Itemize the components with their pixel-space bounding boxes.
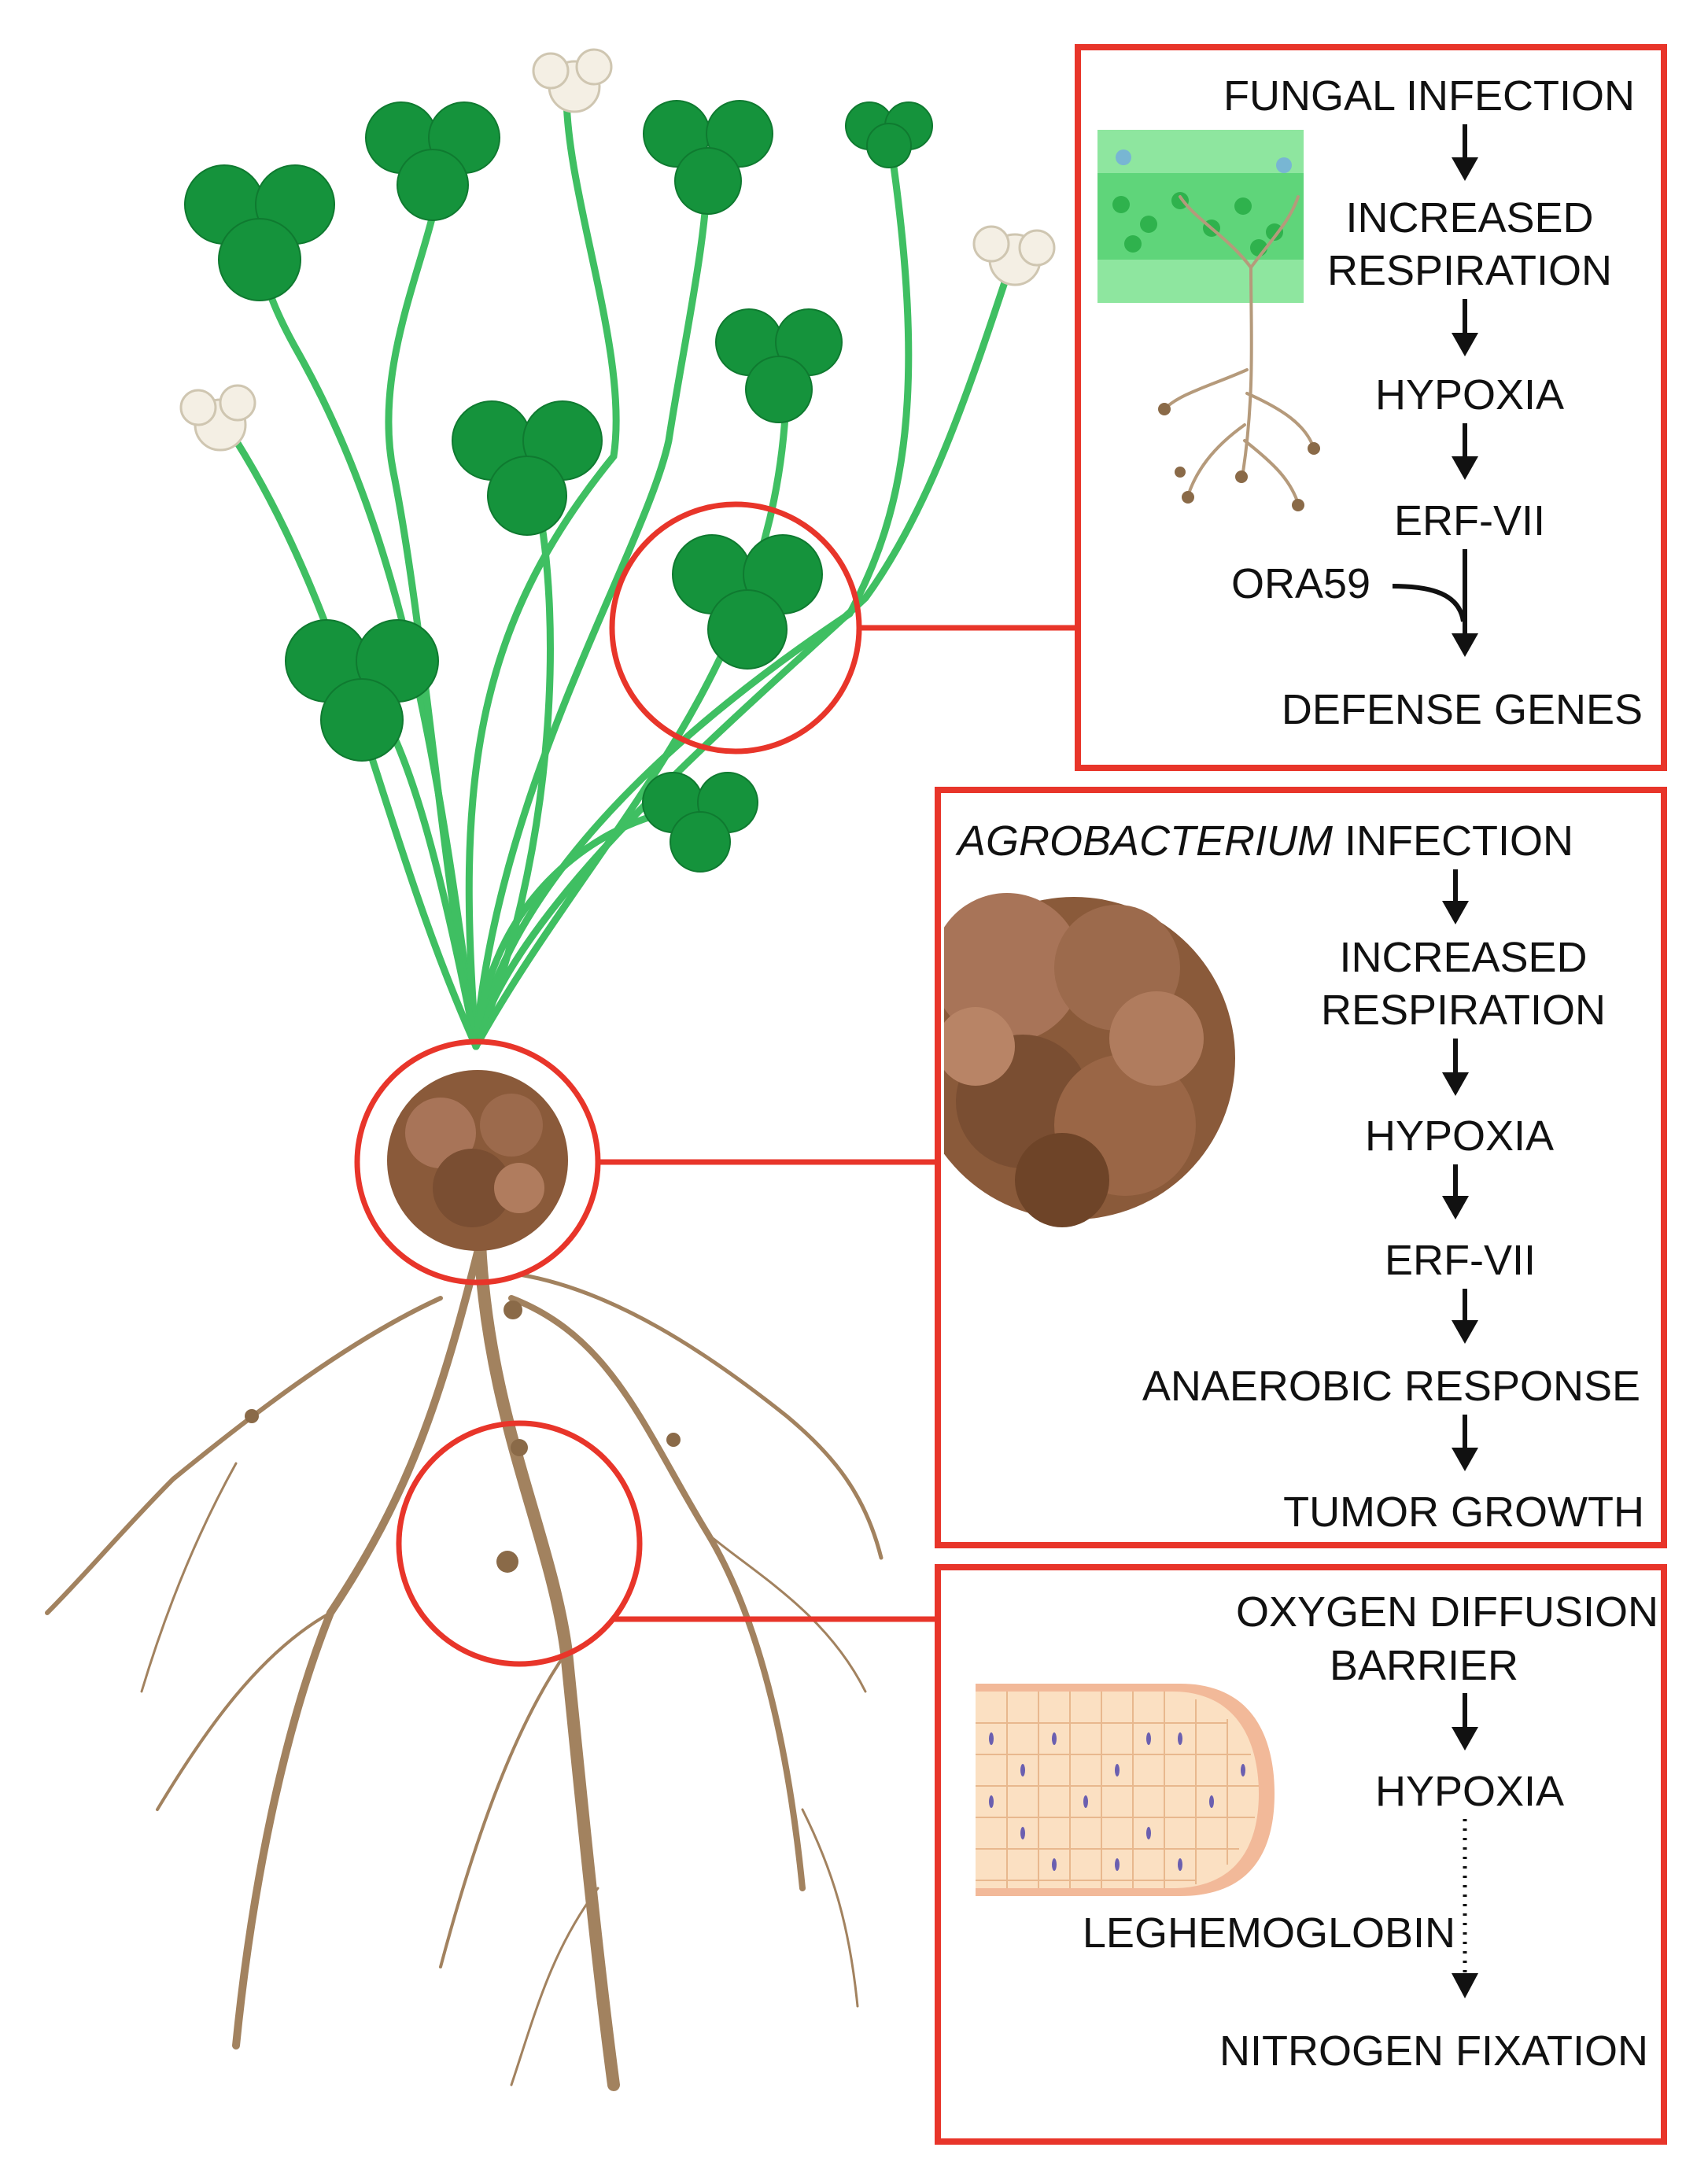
root-nodule [511,1439,528,1456]
agro-step5: TUMOR GROWTH [1283,1489,1644,1536]
roots [45,1237,884,2091]
callout-circle-nodule [396,1420,643,1667]
crown-gall-tumor-illustration [944,893,1235,1227]
arrow-head [1452,1727,1478,1751]
stems [232,90,1011,1050]
arrow-head [1442,1072,1469,1096]
flower [972,225,1056,286]
nodule-title-a: OXYGEN DIFFUSION [1236,1588,1658,1636]
leaf-trefoil [845,101,933,168]
modulator-connector [1392,584,1466,622]
fungal-step4: DEFENSE GENES [1282,686,1643,733]
leaf-trefoil [285,619,439,762]
arrow-head [1452,1973,1478,1998]
agro-step1a: INCREASED [1339,934,1587,981]
agro-title: AGROBACTERIUM INFECTION [955,817,1573,865]
nodule-title-b: BARRIER [1330,1642,1518,1689]
root-nodule [504,1301,522,1319]
arrow-head [1452,456,1478,480]
arrow-head [1442,1196,1469,1219]
callouts [354,501,1078,1667]
fungal-step1b: RESPIRATION [1327,247,1612,294]
fungal-step1a: INCREASED [1345,194,1593,242]
clover-leaves [184,100,933,873]
flower [532,48,613,113]
arrow-head [1452,333,1478,356]
fungal-step3: ERF-VII [1394,497,1545,544]
leaf-trefoil [642,772,758,873]
crown-gall [387,1070,568,1251]
arrow-head [1452,1320,1478,1344]
fungal-title: FUNGAL INFECTION [1223,72,1635,120]
root-nodule [666,1433,681,1447]
agro-step1b: RESPIRATION [1321,987,1606,1034]
leaf-trefoil [452,400,603,536]
leaf-trefoil [184,164,335,301]
arrow-head [1452,157,1478,181]
root-nodule-illustration [976,1684,1275,1896]
agro-step3: ERF-VII [1385,1237,1536,1284]
fungal-step2: HYPOXIA [1375,371,1564,419]
leaf-trefoil [715,308,843,423]
flower [179,384,256,452]
arrow-head [1442,901,1469,924]
nodule-modulator: LEGHEMOGLOBIN [1083,1909,1455,1957]
agro-title-rest: INFECTION [1333,817,1573,865]
leaf-cross-section-illustration [1097,130,1320,511]
nodule-step1: HYPOXIA [1375,1768,1564,1815]
arrow-head [1452,1448,1478,1471]
root-nodule [245,1409,259,1423]
fungal-modulator: ORA59 [1231,560,1370,607]
panel-agrobacterium-infection: AGROBACTERIUM INFECTION INCREASED RESPIR… [935,787,1667,1548]
root-nodule [496,1551,518,1573]
leaf-trefoil [365,101,500,221]
panel-oxygen-barrier: OXYGEN DIFFUSION BARRIER HYPOXIA LEGHEMO… [935,1564,1667,2145]
arrow-head [1452,633,1478,657]
agro-step2: HYPOXIA [1365,1112,1554,1160]
agro-step4: ANAEROBIC RESPONSE [1142,1363,1640,1410]
clover-flowers [179,48,1056,452]
nodule-step2: NITROGEN FIXATION [1219,2027,1648,2075]
agro-title-italic: AGROBACTERIUM [955,817,1333,865]
leaf-trefoil [672,534,823,670]
leaf-trefoil [643,100,773,215]
panel-fungal-infection: FUNGAL INFECTION INCREASED RESPIRATION H… [1075,44,1667,771]
